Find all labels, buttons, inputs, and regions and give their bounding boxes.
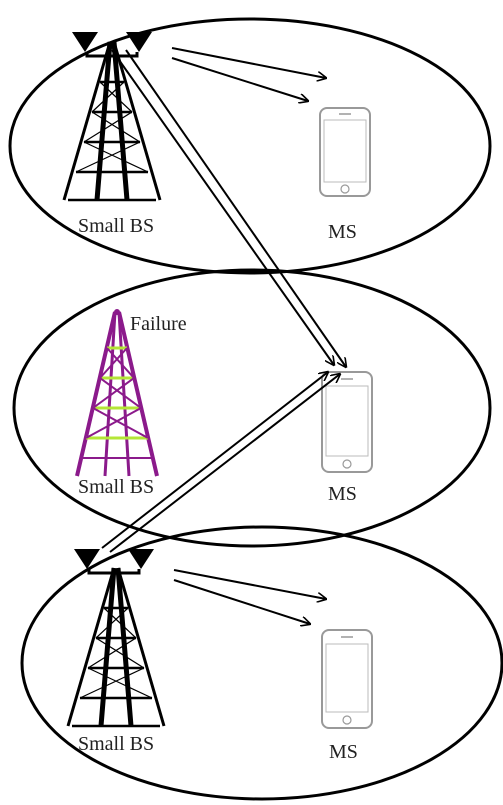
tower-icon-top [62,41,162,202]
link-arrow-rescue-bottom-2 [109,374,340,553]
cell-coverage-top [8,17,492,275]
link-arrow-rescue-top-1 [111,49,334,365]
link-arrow-bottom-2 [173,579,310,624]
antenna-icon-top [72,32,152,58]
phone-icon-top [319,107,371,197]
antenna-icon-bottom [74,549,154,575]
link-arrow-top-2 [171,57,308,101]
link-arrow-rescue-top-2 [125,49,346,367]
tower-icon-bottom [66,567,166,728]
phone-icon-bottom [321,629,373,729]
bs-label-bottom: Small BS [78,733,154,755]
cell-coverage-middle [12,268,492,548]
ms-label-top: MS [328,221,357,243]
phone-icon-middle [321,371,373,473]
link-arrow-top-1 [171,47,326,78]
cell-coverage-bottom [20,525,503,801]
failure-label: Failure [130,313,187,335]
bs-label-middle: Small BS [78,476,154,498]
link-arrow-bottom-1 [173,569,326,599]
ms-label-middle: MS [328,483,357,505]
failed-tower-icon [75,309,159,477]
ms-label-bottom: MS [329,741,358,763]
bs-label-top: Small BS [78,215,154,237]
link-arrow-rescue-bottom-1 [101,372,328,549]
